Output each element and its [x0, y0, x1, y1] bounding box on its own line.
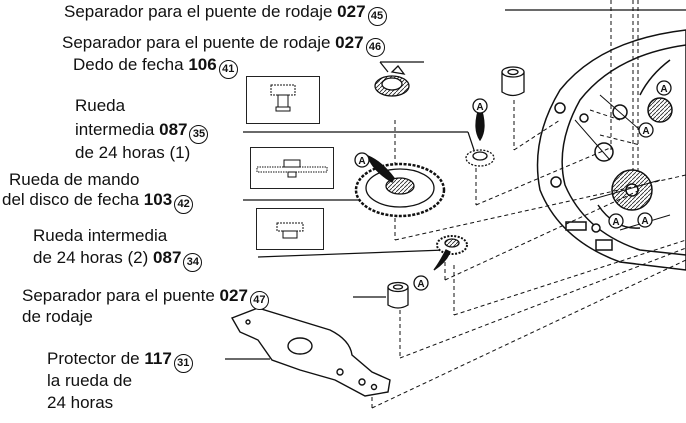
protector-plate-part: [230, 307, 391, 397]
label-part-35-line3: de 24 horas (1): [75, 143, 191, 162]
ref-47-badge: 47: [249, 291, 269, 310]
wheel-35-detail-icon: [270, 84, 296, 112]
marker-a-label: A: [660, 84, 667, 95]
label-part-31-line2: la rueda de: [47, 371, 133, 390]
ref-46-badge: 46: [365, 38, 385, 57]
ref-45-badge: 45: [367, 7, 387, 26]
marker-a-label: A: [358, 156, 365, 167]
marker-a-group: [354, 80, 672, 291]
marker-a-label: A: [641, 216, 648, 227]
marker-a-label: A: [476, 102, 483, 113]
label-part-35-line1: Rueda: [75, 96, 126, 115]
marker-a-label: A: [417, 279, 424, 290]
movement-plate: [536, 29, 686, 271]
marker-a-label: A: [612, 217, 619, 228]
ref-34-badge: 34: [183, 253, 203, 272]
label-part-34-line1: Rueda intermedia: [33, 226, 168, 245]
date-finger-part: [374, 65, 410, 97]
inset-wheel-42: [250, 147, 334, 189]
wheel-42-part: [354, 154, 446, 218]
inset-wheel-35: [246, 76, 320, 124]
marker-a-label: A: [642, 126, 649, 137]
wheel-35-part: [465, 103, 495, 167]
wheel-34-part: [433, 235, 468, 271]
wheel-34-detail-icon: [276, 222, 304, 239]
label-part-31-line3: 24 horas: [47, 393, 114, 412]
inset-wheel-34: [256, 208, 324, 250]
ref-41-badge: 41: [218, 60, 238, 79]
spacer-47-part: [387, 281, 409, 309]
wheel-42-detail-icon: [256, 159, 328, 178]
ref-31-badge: 31: [173, 354, 193, 373]
ref-42-badge: 42: [174, 195, 194, 214]
leader-lines: [225, 9, 686, 360]
label-part-42-line1: Rueda de mando: [9, 170, 140, 189]
spacer-46-part: [501, 66, 525, 97]
label-part-47-line2: de rodaje: [22, 307, 93, 326]
ref-35-badge: 35: [189, 125, 209, 144]
marker-a-letters: A A A A A A A: [358, 84, 667, 290]
